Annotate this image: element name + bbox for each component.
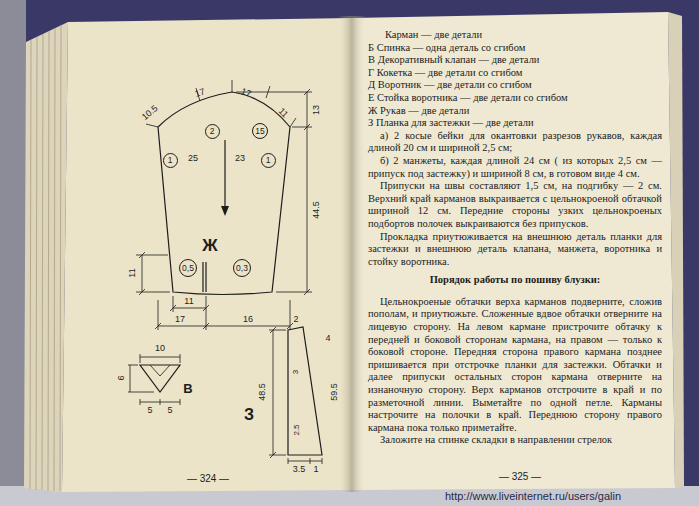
dimension-line [140, 354, 180, 363]
placket-dimensions [269, 327, 322, 464]
callout-circle: 0,5 [179, 259, 197, 277]
dimension-label: 2.5 [293, 424, 301, 435]
page-text: Карман — две деталиБ Спинка — одна детал… [368, 29, 662, 447]
sleeve-outline [158, 92, 290, 295]
dimension-label: З [244, 407, 254, 423]
dimension-label: 48.5 [258, 383, 267, 401]
extension-line [146, 80, 296, 127]
dimension-label: 10.5 [140, 104, 159, 122]
paragraph: Заложите на спинке складки в направлении… [368, 434, 662, 447]
dimension-label: 5 [167, 406, 172, 415]
dimension-label: 17 [240, 87, 252, 99]
flap-dimensions [128, 354, 180, 405]
paragraph: Б Спинка — одна деталь со сгибом [368, 42, 662, 55]
dimension-line [136, 252, 170, 295]
left-page [62, 18, 352, 492]
callout-number: 0,3 [236, 264, 248, 273]
paragraph: Припуски на швы составляют 1,5 см, на по… [368, 180, 662, 230]
paragraph: Карман — две детали [368, 29, 662, 42]
dimension-label: 44.5 [312, 201, 321, 219]
dimension-line [288, 458, 322, 464]
dimension-label: 17 [194, 87, 206, 99]
section-heading: Порядок работы по пошиву блузки: [368, 274, 662, 287]
dimension-label: 11 [128, 268, 137, 277]
paragraph: Прокладка приутюживается на внешнюю дета… [368, 231, 662, 269]
paragraph: Цельнокроеные обтачки верха карманов под… [368, 296, 662, 435]
flap-pattern [140, 365, 180, 392]
dimension-label: 1 [313, 465, 318, 474]
page-number: — 325 — [499, 472, 541, 482]
page-edge-lines [30, 25, 61, 491]
dimension-label: 11 [277, 107, 290, 120]
dimension-line [269, 327, 286, 458]
paragraph: В Декоративный клапан — две детали [368, 54, 662, 67]
callout-circle: 15 [252, 123, 268, 139]
paragraph: Е Стойка воротника — две детали со сгибо… [368, 92, 662, 105]
dimension-line [140, 399, 180, 405]
flap-mark [150, 365, 170, 376]
callout-number: 1 [168, 156, 173, 165]
backdrop-edge [0, 0, 26, 506]
spine-shadow [338, 16, 366, 492]
callout-number: 1 [266, 156, 271, 165]
sleeve-dimensions [136, 80, 312, 330]
dimension-label: 59.5 [330, 383, 339, 401]
dimension-label: 16 [243, 315, 253, 324]
paragraph: З Планка для застежки — две детали [368, 117, 662, 130]
placket-outline [288, 327, 322, 455]
grain-arrowhead [221, 206, 229, 216]
callout-circle: 2 [205, 124, 220, 139]
page-edges [24, 22, 68, 492]
dimension-label: В [183, 382, 192, 395]
dimension-label: 2 [293, 315, 298, 324]
paragraph: Д Воротник — две детали со сгибом [368, 79, 662, 92]
placket-pattern [288, 327, 322, 455]
sleeve-pattern [158, 92, 290, 295]
watermark: http://www.liveinternet.ru/users/galin [445, 491, 621, 502]
dimension-label: 23 [235, 154, 245, 163]
grain-arrow [224, 140, 225, 208]
paragraph: б) 2 манжеты, каждая длиной 24 см ( из к… [368, 155, 662, 180]
dimension-label: 25 [188, 154, 198, 163]
dimension-label: 13 [312, 105, 321, 115]
callout-circle: 1 [261, 153, 276, 168]
dimension-label: 17 [175, 315, 185, 324]
dimension-label: 11 [184, 297, 193, 306]
flap-outline [140, 365, 180, 392]
callout-circle: 0,3 [233, 259, 251, 277]
right-page [352, 12, 675, 490]
dimension-label: 3.5 [293, 465, 306, 474]
callout-circle: 1 [163, 153, 178, 168]
sleeve-slit [203, 262, 206, 292]
dimension-line [236, 89, 312, 295]
dimension-label: 3 [292, 370, 300, 374]
dimension-label: 4 [325, 334, 330, 343]
dimension-label: Ж [202, 237, 217, 254]
callout-number: 2 [210, 127, 215, 136]
page-number: — 324 — [187, 474, 229, 484]
dimension-line [128, 365, 154, 392]
callout-number: 15 [255, 127, 264, 136]
paragraph: Г Кокетка — две детали со сгибом [368, 67, 662, 80]
dimension-label: 6 [117, 375, 126, 380]
dimension-label: 10 [155, 344, 165, 353]
paragraph: Ж Рукав — две детали [368, 105, 662, 118]
dimension-label: 5 [147, 406, 152, 415]
dimension-line [155, 296, 293, 330]
callout-number: 0,5 [182, 264, 194, 273]
paragraph: а) 2 косые бейки для окантовки разрезов … [368, 130, 662, 155]
